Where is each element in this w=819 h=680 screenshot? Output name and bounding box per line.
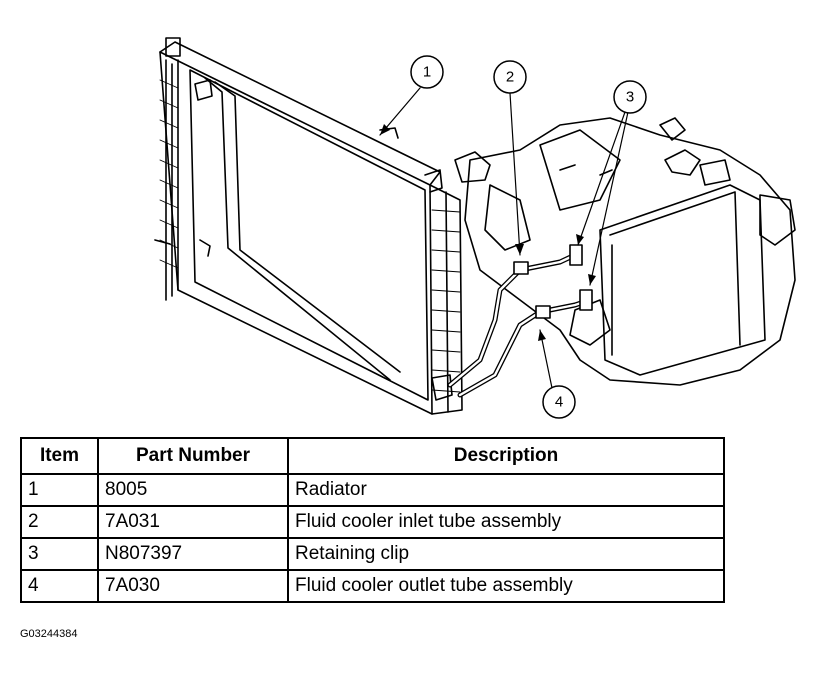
header-item: Item <box>20 437 99 475</box>
svg-text:4: 4 <box>555 394 563 411</box>
cell-part-number: N807397 <box>97 537 289 571</box>
radiator-drawing <box>154 37 463 415</box>
radiator-transaxle-illustration: 1 2 3 4 <box>154 37 796 419</box>
cell-item: 4 <box>20 569 99 603</box>
cell-description: Fluid cooler outlet tube assembly <box>287 569 725 603</box>
cell-item: 2 <box>20 505 99 539</box>
arrowheads <box>380 124 596 341</box>
svg-text:3: 3 <box>626 89 634 106</box>
cell-part-number: 8005 <box>97 473 289 507</box>
cell-description: Fluid cooler inlet tube assembly <box>287 505 725 539</box>
cell-part-number: 7A030 <box>97 569 289 603</box>
callout-2: 2 <box>493 60 527 94</box>
cell-part-number: 7A031 <box>97 505 289 539</box>
cooler-tubes-drawing <box>447 244 593 398</box>
table-row: 4 7A030 Fluid cooler outlet tube assembl… <box>20 569 725 603</box>
table-header-row: Item Part Number Description <box>20 437 725 475</box>
transaxle-drawing <box>454 117 796 386</box>
table-row: 2 7A031 Fluid cooler inlet tube assembly <box>20 505 725 539</box>
table-row: 3 N807397 Retaining clip <box>20 537 725 571</box>
cell-description: Retaining clip <box>287 537 725 571</box>
header-part-number: Part Number <box>97 437 289 475</box>
cell-description: Radiator <box>287 473 725 507</box>
callout-1: 1 <box>410 55 444 89</box>
callout-4: 4 <box>542 385 576 419</box>
table-row: 1 8005 Radiator <box>20 473 725 507</box>
cell-item: 3 <box>20 537 99 571</box>
svg-text:1: 1 <box>423 64 431 81</box>
callout-3: 3 <box>613 80 647 114</box>
svg-text:2: 2 <box>506 69 514 86</box>
cell-item: 1 <box>20 473 99 507</box>
header-description: Description <box>287 437 725 475</box>
parts-table: Item Part Number Description 1 8005 Radi… <box>20 437 725 603</box>
figure-code: G03244384 <box>20 628 78 640</box>
